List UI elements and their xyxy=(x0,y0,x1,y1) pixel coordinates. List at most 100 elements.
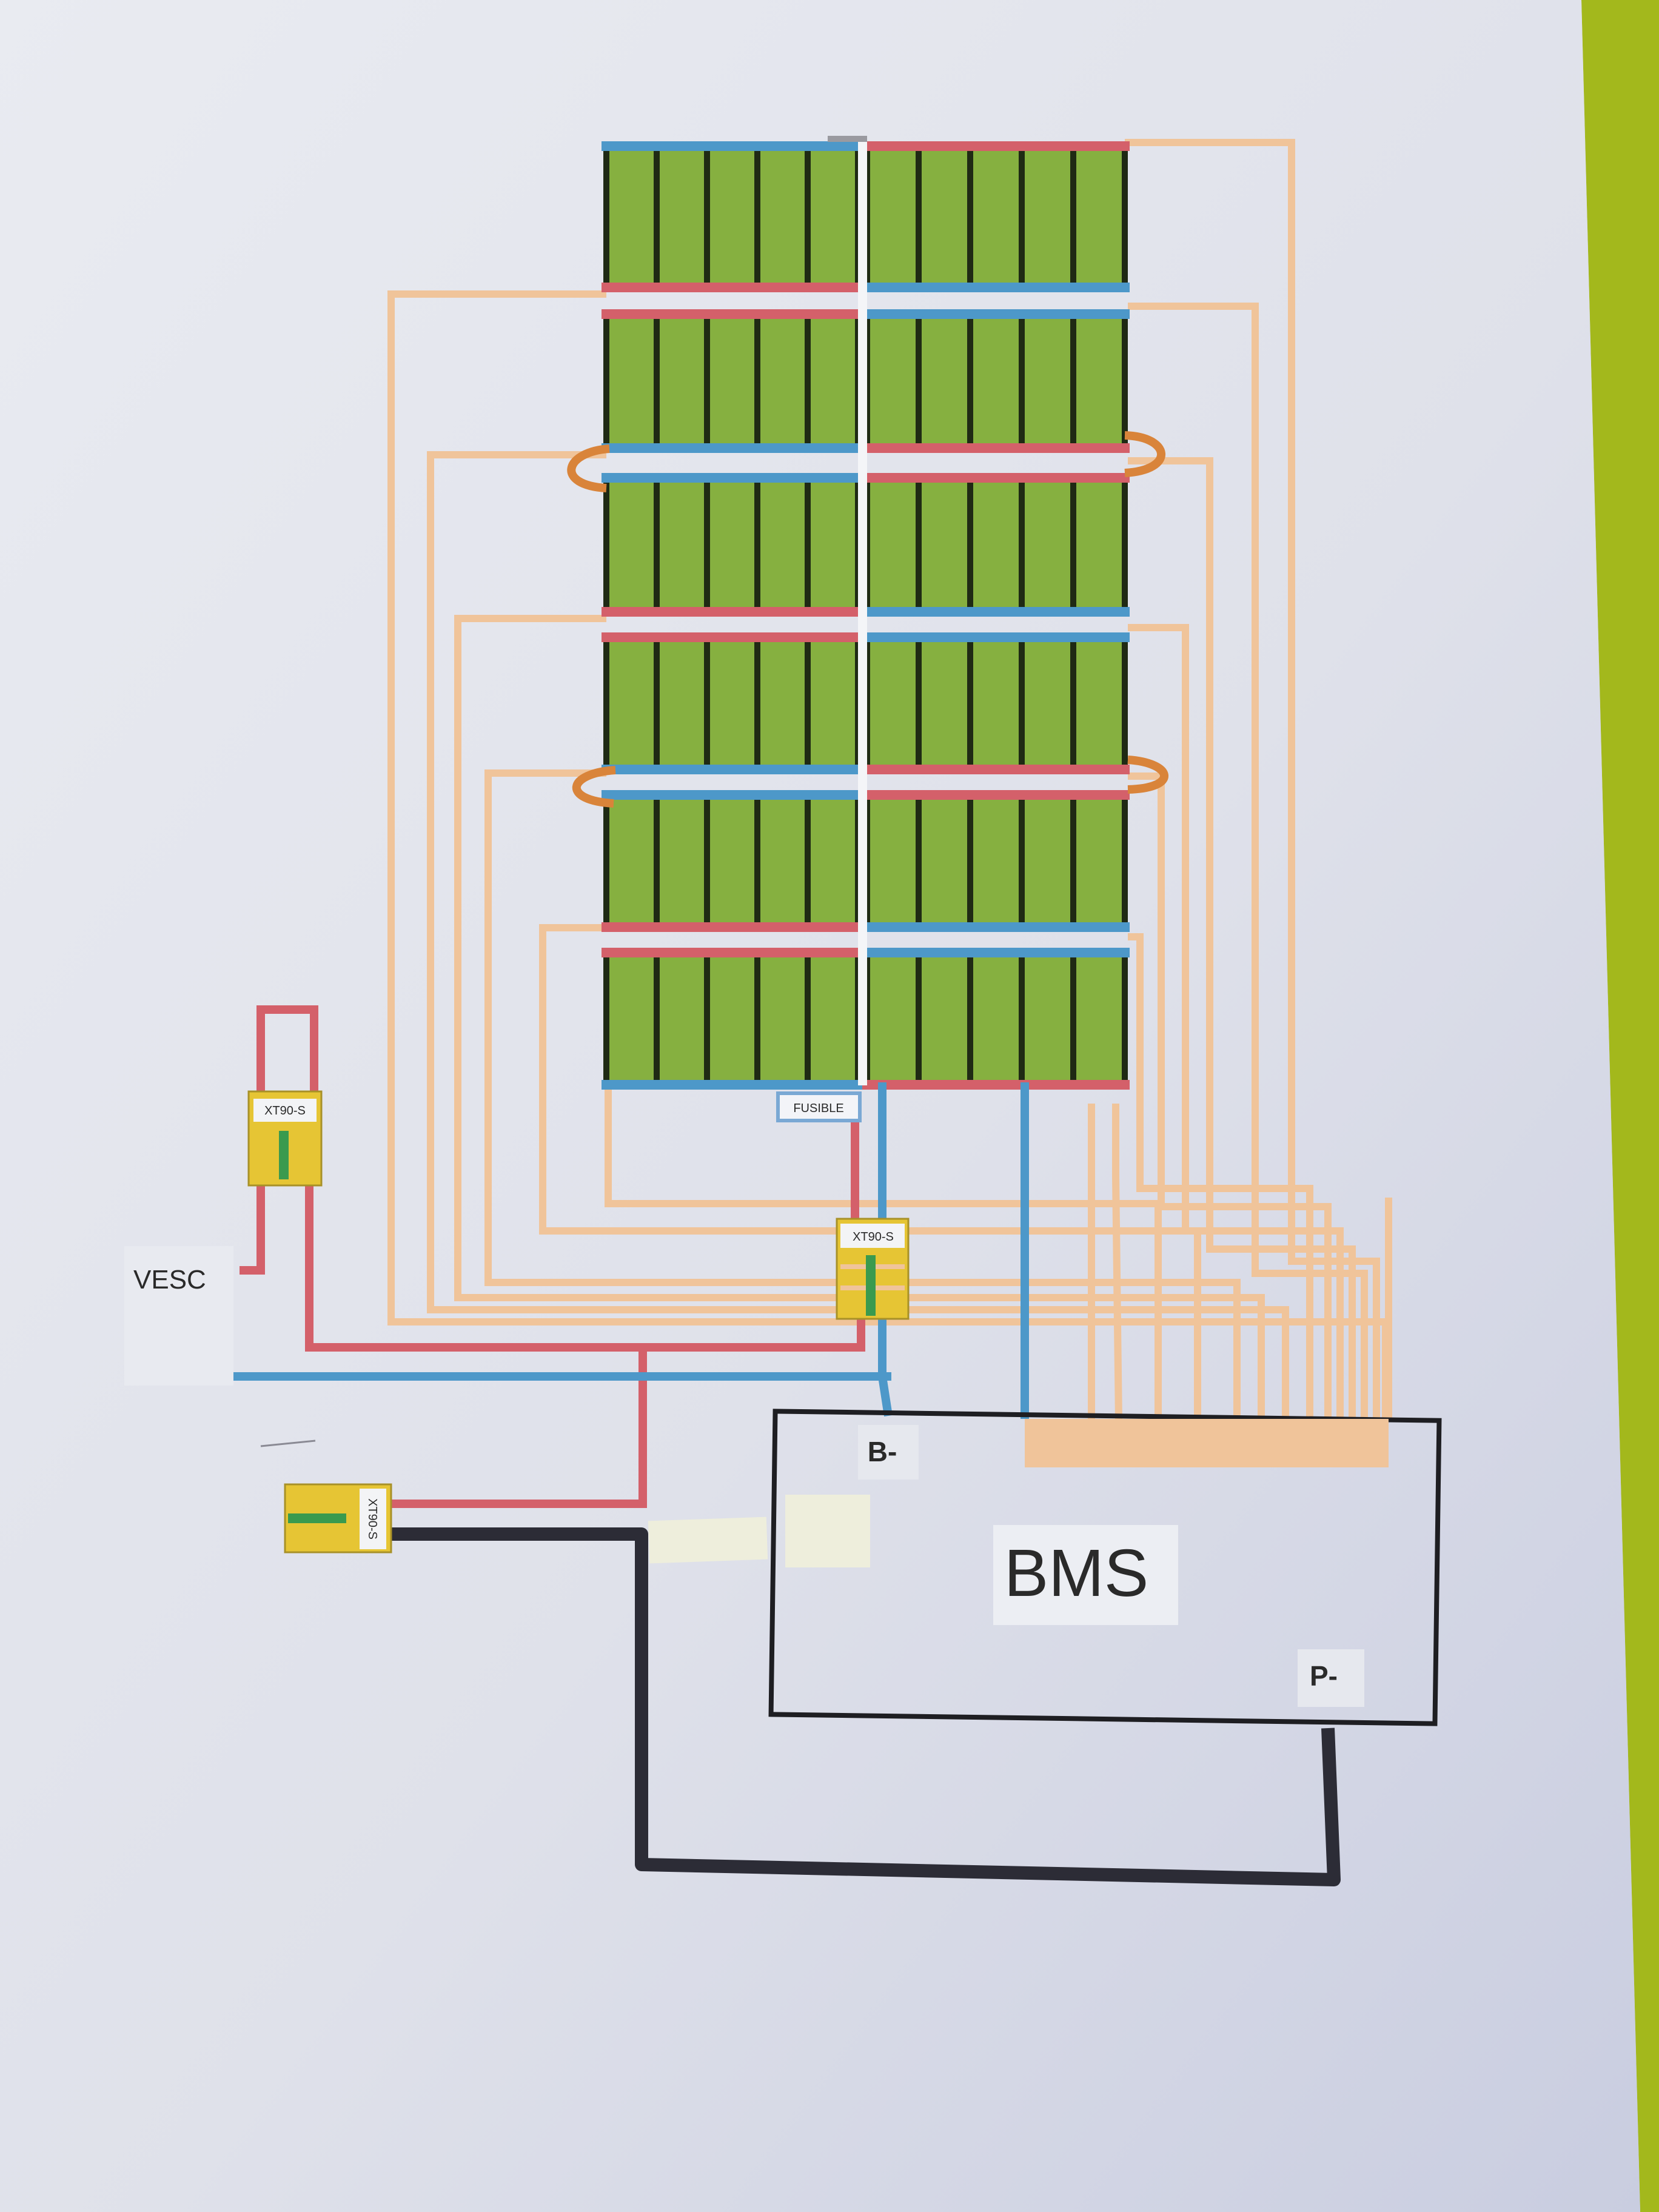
cell-divider xyxy=(654,480,660,609)
balance-lead xyxy=(484,769,849,1286)
cell-divider xyxy=(754,480,760,609)
positive-wiring xyxy=(240,1005,865,1508)
cell-divider xyxy=(805,317,811,446)
busbar-bottom xyxy=(602,922,863,932)
black-wire-p-minus-loop xyxy=(391,1527,1341,1886)
cell-divider xyxy=(754,640,760,767)
fuse: FUSIBLE xyxy=(776,1091,862,1122)
cell-divider xyxy=(1019,480,1025,609)
series-link-right-2 xyxy=(1127,756,1168,794)
cell-divider xyxy=(754,955,760,1082)
connector-middle-label-bg xyxy=(840,1224,905,1248)
balance-lead xyxy=(1128,933,1313,1422)
cell-divider xyxy=(704,480,710,609)
cell-divider xyxy=(916,480,922,609)
tape-piece-2 xyxy=(785,1495,870,1567)
busbar-top xyxy=(862,790,1130,800)
cell-divider xyxy=(967,149,973,285)
cell-divider xyxy=(754,149,760,285)
cell-divider xyxy=(916,149,922,285)
bms-label: BMS xyxy=(1004,1536,1148,1610)
busbar-top xyxy=(862,948,1130,957)
series-link-right-1 xyxy=(1124,431,1165,477)
xt90-connector-middle: XT90-S xyxy=(836,1218,910,1320)
busbar-top xyxy=(862,309,1130,319)
cell-group xyxy=(867,149,1125,285)
connector-top-pin xyxy=(279,1131,289,1179)
cell-group xyxy=(606,640,858,767)
cell-divider xyxy=(967,480,973,609)
busbar-bottom xyxy=(862,1080,1130,1090)
cell-divider xyxy=(967,955,973,1082)
cell-divider xyxy=(603,797,609,925)
busbar-bottom xyxy=(862,283,1130,292)
top-bridge xyxy=(828,136,867,142)
cell-divider xyxy=(1070,955,1076,1082)
cell-divider xyxy=(704,149,710,285)
cell-divider xyxy=(654,797,660,925)
busbar-top xyxy=(602,473,863,483)
balance-lead xyxy=(849,1294,1265,1422)
cell-divider xyxy=(704,640,710,767)
busbar-top xyxy=(862,473,1130,483)
fuse-box xyxy=(776,1091,862,1122)
busbar-top xyxy=(602,309,863,319)
cell-divider xyxy=(916,317,922,446)
connector-middle-pin xyxy=(866,1255,876,1316)
busbar-bottom xyxy=(602,283,863,292)
busbar-top xyxy=(862,141,1130,151)
cell-divider xyxy=(805,640,811,767)
bms-box: BMS B- P- xyxy=(768,1409,1442,1726)
cell-divider xyxy=(1122,640,1128,767)
cell-divider xyxy=(805,480,811,609)
cell-divider xyxy=(967,640,973,767)
cell-group xyxy=(867,480,1125,609)
cell-divider xyxy=(805,149,811,285)
cell-divider xyxy=(654,317,660,446)
balance-lead xyxy=(849,1306,1289,1422)
busbar-top xyxy=(862,632,1130,642)
cell-divider xyxy=(1122,317,1128,446)
cell-group xyxy=(606,149,858,285)
balance-lead xyxy=(849,1227,1201,1422)
balance-lead xyxy=(605,1085,849,1207)
cell-divider xyxy=(603,149,609,285)
busbar-bottom xyxy=(602,765,863,774)
p-minus-label-box xyxy=(1298,1649,1364,1707)
cell-group xyxy=(606,317,858,446)
cell-divider xyxy=(1019,955,1025,1082)
cell-divider xyxy=(754,317,760,446)
busbar-bottom xyxy=(602,607,863,617)
cell-group xyxy=(606,955,858,1082)
battery-pack xyxy=(602,136,1130,1090)
cell-divider xyxy=(1070,797,1076,925)
pencil-mark xyxy=(260,1439,316,1447)
cell-divider xyxy=(1122,480,1128,609)
fuse-label: FUSIBLE xyxy=(793,1102,843,1115)
balance-lead xyxy=(427,451,849,1313)
busbar-bottom xyxy=(602,443,863,453)
cell-divider xyxy=(1070,317,1076,446)
cell-divider xyxy=(704,955,710,1082)
busbar-bottom xyxy=(862,765,1130,774)
cell-divider xyxy=(654,149,660,285)
negative-wiring xyxy=(230,1082,1029,1419)
cell-group xyxy=(867,797,1125,925)
cell-divider xyxy=(967,797,973,925)
cell-divider xyxy=(1019,317,1025,446)
cell-divider xyxy=(805,955,811,1082)
busbar-top xyxy=(602,948,863,957)
cell-divider xyxy=(1070,640,1076,767)
cell-divider xyxy=(1019,640,1025,767)
cell-group xyxy=(867,317,1125,446)
balance-lead xyxy=(1112,1104,1122,1423)
cell-divider xyxy=(603,480,609,609)
xt90-connector-bottom: XT90-S xyxy=(284,1483,392,1553)
connector-top-label: XT90-S xyxy=(264,1104,306,1118)
red-wire-connector-to-bus xyxy=(305,1182,865,1352)
balance-leads xyxy=(387,139,1392,1423)
cell-divider xyxy=(967,317,973,446)
xt90-connector-top: XT90-S xyxy=(247,1090,323,1187)
cell-divider xyxy=(754,797,760,925)
